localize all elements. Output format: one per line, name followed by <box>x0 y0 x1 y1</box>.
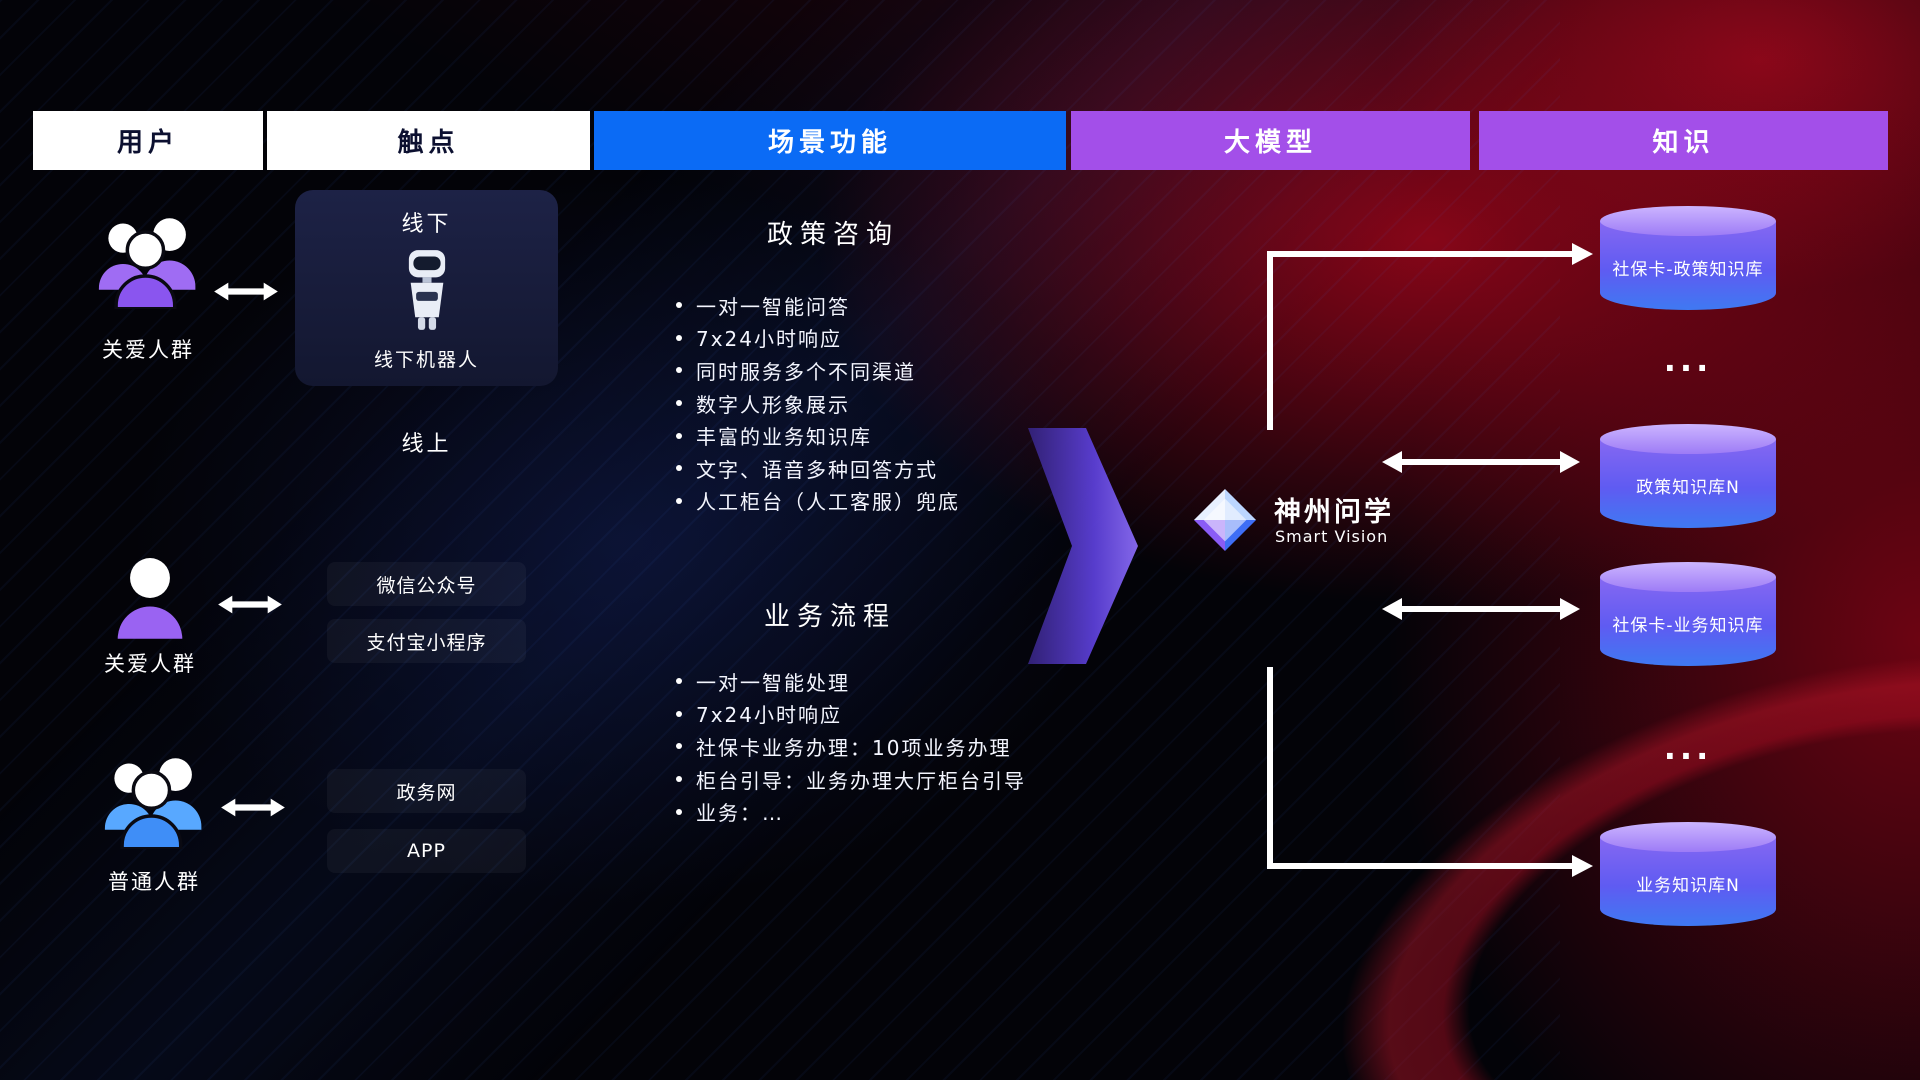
header-knowledge: 知识 <box>1479 111 1888 170</box>
knowledge-db-business-n: 业务知识库N <box>1600 822 1776 926</box>
feature-item: 数字人形象展示 <box>676 387 960 420</box>
offline-touchpoint-card: 线下 线下机器人 <box>295 190 558 386</box>
feature-item: 业务：… <box>676 795 1026 828</box>
header-users: 用户 <box>33 111 263 170</box>
feature-item: 柜台引导：业务办理大厅柜台引导 <box>676 763 1026 796</box>
knowledge-db-policy-sscard: 社保卡-政策知识库 <box>1600 206 1776 310</box>
feature-item: 一对一智能处理 <box>676 665 1026 698</box>
feature-text: 一对一智能处理 <box>696 670 850 695</box>
smart-vision-logo-icon <box>1192 487 1258 557</box>
feature-text: 社保卡业务办理：10项业务办理 <box>696 735 1012 760</box>
care-person-icon <box>112 553 188 645</box>
feature-text: 7x24小时响应 <box>696 703 843 728</box>
feature-item: 社保卡业务办理：10项业务办理 <box>676 730 1026 763</box>
bullet-icon <box>676 432 682 439</box>
bullet-icon <box>676 367 682 374</box>
double-arrow-icon <box>214 280 278 307</box>
model-subtitle: Smart Vision <box>1275 527 1389 546</box>
bullet-icon <box>676 808 682 815</box>
knowledge-db-label: 业务知识库N <box>1636 875 1740 896</box>
feature-item: 同时服务多个不同渠道 <box>676 354 960 387</box>
robot-icon <box>398 246 456 338</box>
bullet-icon <box>676 678 682 685</box>
knowledge-connector-arrows <box>1240 230 1610 914</box>
cylinder-top <box>1600 822 1776 852</box>
bullet-icon <box>676 302 682 309</box>
channel-wechat: 微信公众号 <box>327 562 526 606</box>
knowledge-db-label: 社保卡-业务知识库 <box>1612 615 1764 636</box>
care-person-label: 关爱人群 <box>104 652 196 676</box>
feature-text: 人工柜台（人工客服）兜底 <box>696 490 960 515</box>
feature-text: 同时服务多个不同渠道 <box>696 359 916 384</box>
feature-text: 柜台引导：业务办理大厅柜台引导 <box>696 768 1026 793</box>
knowledge-db-label: 政策知识库N <box>1636 477 1740 498</box>
ellipsis: ... <box>1663 341 1713 379</box>
offline-robot-label: 线下机器人 <box>373 349 479 371</box>
cylinder-top <box>1600 206 1776 236</box>
feature-item: 7x24小时响应 <box>676 322 960 355</box>
feature-item: 7x24小时响应 <box>676 698 1026 731</box>
business-process-title: 业务流程 <box>763 602 896 632</box>
double-arrow-icon <box>221 796 285 823</box>
bullet-icon <box>676 710 682 717</box>
bullet-icon <box>676 334 682 341</box>
business-feature-list: 一对一智能处理 7x24小时响应 社保卡业务办理：10项业务办理 柜台引导：业务… <box>676 665 1026 828</box>
bullet-icon <box>676 497 682 504</box>
feature-item: 文字、语音多种回答方式 <box>676 452 960 485</box>
policy-feature-list: 一对一智能问答 7x24小时响应 同时服务多个不同渠道 数字人形象展示 丰富的业… <box>676 289 960 517</box>
knowledge-db-label: 社保卡-政策知识库 <box>1612 259 1764 280</box>
feature-item: 一对一智能问答 <box>676 289 960 322</box>
model-name: 神州问学 <box>1274 497 1394 528</box>
double-arrow-icon <box>218 593 282 620</box>
general-group-icon <box>98 752 210 853</box>
feature-item: 丰富的业务知识库 <box>676 419 960 452</box>
feature-text: 业务：… <box>696 801 784 826</box>
bullet-icon <box>676 400 682 407</box>
header-touchpoints: 触点 <box>267 111 590 170</box>
feature-text: 一对一智能问答 <box>696 294 850 319</box>
bullet-icon <box>676 743 682 750</box>
knowledge-db-policy-n: 政策知识库N <box>1600 424 1776 528</box>
header-large-model: 大模型 <box>1071 111 1470 170</box>
offline-title: 线下 <box>401 212 452 237</box>
ellipsis: ... <box>1663 729 1713 767</box>
bullet-icon <box>676 465 682 472</box>
flow-arrow-icon <box>1028 428 1138 668</box>
feature-text: 丰富的业务知识库 <box>696 425 872 450</box>
policy-consult-title: 政策咨询 <box>766 220 899 250</box>
online-title: 线上 <box>401 432 452 457</box>
channel-gov-web: 政务网 <box>327 769 526 813</box>
cylinder-top <box>1600 424 1776 454</box>
feature-text: 文字、语音多种回答方式 <box>696 457 938 482</box>
knowledge-db-business-sscard: 社保卡-业务知识库 <box>1600 562 1776 666</box>
bullet-icon <box>676 776 682 783</box>
care-group-icon <box>92 212 204 313</box>
feature-text: 7x24小时响应 <box>696 327 843 352</box>
feature-text: 数字人形象展示 <box>696 392 850 417</box>
header-scenario-functions: 场景功能 <box>594 111 1066 170</box>
cylinder-top <box>1600 562 1776 592</box>
care-group-label: 关爱人群 <box>102 338 194 362</box>
general-group-label: 普通人群 <box>108 870 200 894</box>
channel-alipay: 支付宝小程序 <box>327 619 526 663</box>
channel-app: APP <box>327 829 526 873</box>
feature-item: 人工柜台（人工客服）兜底 <box>676 485 960 518</box>
